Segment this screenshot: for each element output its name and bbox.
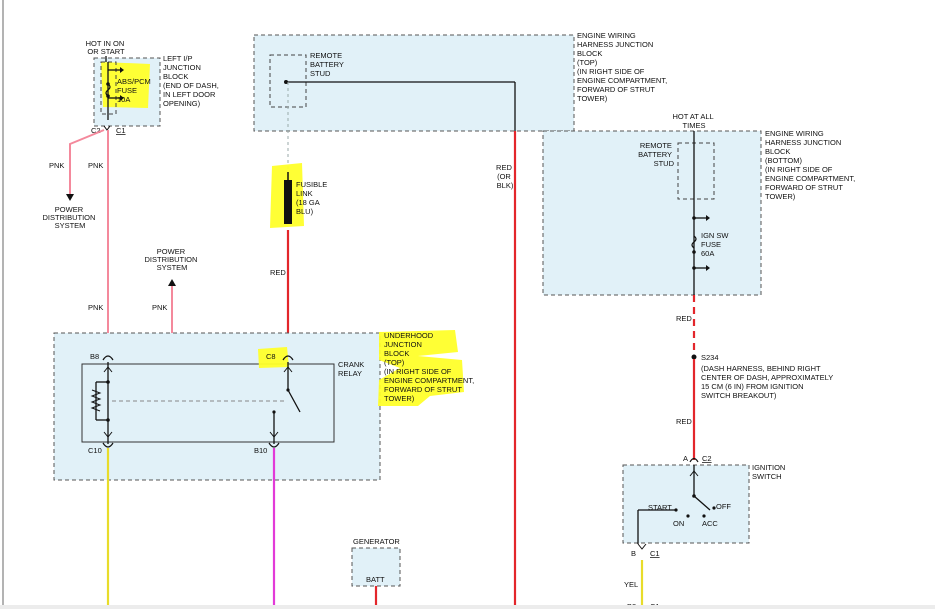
pink-wires: PNK PNK PNK PNK POWER DISTRIBUTION SYSTE…: [42, 129, 199, 361]
arrow-up-icon: [168, 279, 176, 286]
pnk-label-1: PNK: [49, 161, 64, 170]
bottom-edge: [0, 605, 935, 609]
left-ip-junction-block: HOT IN ON OR START ABS/PCM FUSE 10A LEFT…: [86, 39, 221, 135]
ign-sw-fuse-label: IGN SW FUSE 60A: [701, 231, 731, 258]
remote-battery-stud-top: REMOTE BATTERY STUD: [310, 51, 346, 78]
generator: GENERATOR BATT: [351, 537, 401, 609]
ignition-switch-title: IGNITION SWITCH: [752, 463, 787, 481]
remote-battery-stud-bottom: REMOTE BATTERY STUD: [638, 141, 674, 168]
fusible-link-body: [284, 180, 292, 224]
pnk-label-4: PNK: [152, 303, 167, 312]
ewh-bottom-title: ENGINE WIRING HARNESS JUNCTION BLOCK (BO…: [765, 129, 857, 201]
ewh-top-title: ENGINE WIRING HARNESS JUNCTION BLOCK (TO…: [577, 31, 669, 103]
engine-wiring-jb-bottom: HOT AT ALL TIMES REMOTE BATTERY STUD IGN…: [542, 112, 857, 296]
relay-coil-icon: [90, 389, 102, 412]
fusible-link: FUSIBLE LINK (18 GA BLU): [270, 163, 329, 228]
fusible-link-label: FUSIBLE LINK (18 GA BLU): [296, 180, 329, 216]
c10-label: C10: [88, 446, 102, 455]
hot-in-on-label: HOT IN ON OR START: [86, 39, 127, 56]
ign-b-label: B: [631, 549, 636, 558]
power-distribution-system-2: POWER DISTRIBUTION SYSTEM: [144, 247, 199, 272]
relay-switch-arm: [287, 389, 301, 413]
underhood-title: UNDERHOOD JUNCTION BLOCK (TOP) (IN RIGHT…: [378, 330, 476, 406]
conn-c2-label: C2: [91, 126, 101, 135]
ewh-bottom-box: [542, 130, 762, 296]
remote-stud-bottom-bracket: [677, 142, 715, 200]
ignition-switch-box: [622, 464, 750, 544]
generator-batt-label: BATT: [366, 575, 385, 584]
ign-start-label: START: [648, 503, 672, 512]
yel-label: YEL: [624, 580, 638, 589]
abs-pcm-fuse-label: ABS/PCM FUSE 10A: [117, 77, 153, 104]
generator-label: GENERATOR: [353, 537, 400, 546]
splice-label: S234 (DASH HARNESS, BEHIND RIGHT CENTER …: [701, 353, 835, 400]
fuse-icon: [105, 83, 111, 97]
power-distribution-system-1: POWER DISTRIBUTION SYSTEM: [42, 205, 97, 230]
crank-relay-label: CRANK RELAY: [338, 360, 366, 378]
pnk-label-2: PNK: [88, 161, 103, 170]
ign-off-label: OFF: [716, 502, 731, 511]
c8-label: C8: [266, 352, 276, 361]
underhood-junction-block: C8 B8 CRANK RELAY C10 B10: [53, 332, 381, 481]
ign-on-label: ON: [673, 519, 684, 528]
left-ip-block-title: LEFT I/P JUNCTION BLOCK (END OF DASH, IN…: [163, 54, 221, 108]
generator-box: [351, 547, 401, 587]
red-upper-label: RED: [676, 314, 692, 323]
b10-label: B10: [254, 446, 267, 455]
red-lower-label: RED: [676, 417, 692, 426]
red-or-blk-label: RED (OR BLK): [496, 163, 514, 190]
ign-acc-label: ACC: [702, 519, 718, 528]
pnk-label-3: PNK: [88, 303, 103, 312]
arrow-down-icon: [66, 194, 74, 201]
b8-label: B8: [90, 352, 99, 361]
ign-switch-arm: [693, 495, 711, 511]
splice-s234: [691, 354, 697, 360]
abs-pcm-fuse-highlight: [101, 62, 150, 108]
svg-text:UNDERHOOD JUNCTION: UNDERHOOD JUNCTION BLOCK (TOP) (IN RIGHT…: [384, 331, 476, 403]
engine-wiring-jb-top: REMOTE BATTERY STUD ENGINE WIRING HARNES…: [253, 31, 669, 170]
ignition-switch: A C2 IGNITION SWITCH START ON ACC OFF B …: [622, 454, 787, 558]
red-fusible-label: RED: [270, 268, 286, 277]
hot-at-all-times-label: HOT AT ALL TIMES: [672, 112, 715, 130]
ign-c1-label: C1: [650, 549, 660, 558]
underhood-title-highlight: [378, 330, 464, 406]
conn-c1-label: C1: [116, 126, 126, 135]
crank-relay-box: [81, 363, 335, 443]
ign-c2-label: C2: [702, 454, 712, 463]
ign-sw-fuse-icon: [691, 235, 697, 249]
ign-a-label: A: [683, 454, 688, 463]
ewh-top-box: [253, 34, 575, 132]
c8-highlight: [258, 347, 289, 368]
